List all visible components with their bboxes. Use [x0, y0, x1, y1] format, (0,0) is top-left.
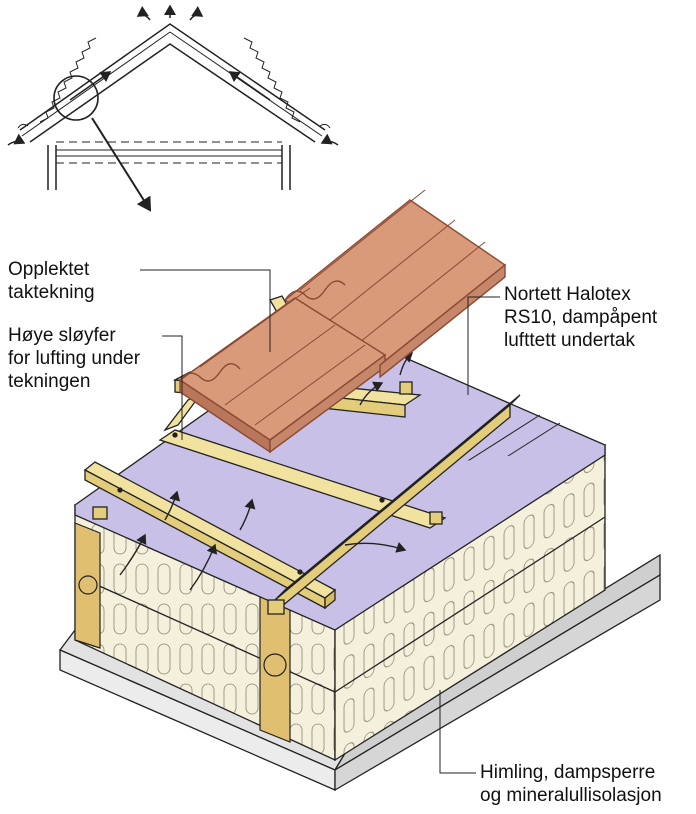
leader-lines — [140, 269, 500, 774]
label-battens: Høye sløyfer for lufting under tekningen — [8, 324, 140, 393]
label-tiles: Opplektet taktekning — [8, 258, 95, 304]
label-battens-line-3: tekningen — [8, 371, 91, 392]
label-tiles-line-2: taktekning — [8, 282, 95, 303]
label-underlay-line-1: Nortett Halotex — [504, 284, 631, 305]
battens — [83, 295, 521, 615]
label-ceiling-line-1: Himling, dampsperre — [480, 762, 656, 783]
rafter-ends — [74, 522, 291, 743]
label-tiles-line-1: Opplektet — [8, 259, 90, 280]
label-battens-line-1: Høye sløyfer — [8, 325, 116, 346]
label-underlay-line-2: RS10, dampåpent — [504, 307, 658, 328]
label-ceiling: Himling, dampsperre og mineralullisolasj… — [480, 761, 662, 807]
label-battens-line-2: for lufting under — [8, 348, 141, 369]
label-underlay: Nortett Halotex RS10, dampåpent lufttett… — [504, 283, 657, 352]
roof-section-icon — [7, 4, 339, 190]
label-ceiling-line-2: og mineralullisolasjon — [480, 785, 662, 806]
roof-tiles — [178, 189, 507, 454]
detail-arrow-icon — [91, 117, 152, 212]
airflow-arrow-icon — [119, 352, 414, 591]
label-underlay-line-3: lufttett undertak — [504, 330, 635, 351]
